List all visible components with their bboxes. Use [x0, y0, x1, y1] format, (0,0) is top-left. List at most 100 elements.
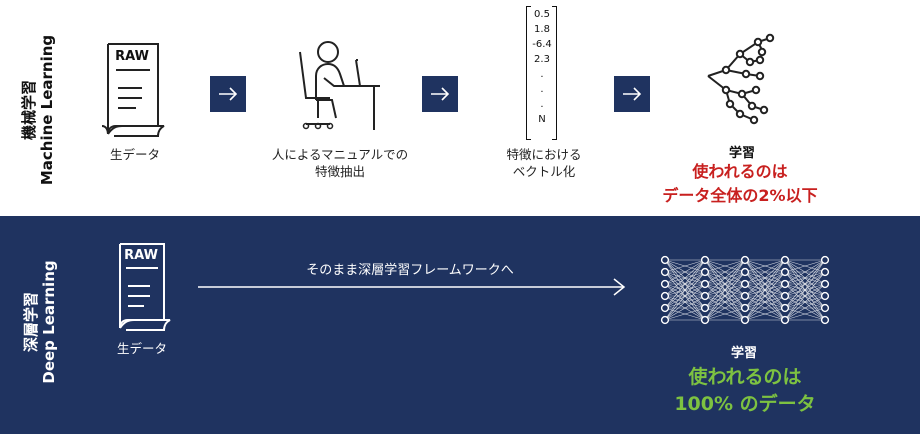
network-node [660, 315, 670, 325]
ml-learn-label: 学習 [728, 146, 755, 161]
network-edge [664, 259, 706, 309]
arrow-right-icon [219, 87, 238, 101]
network-edge [784, 259, 826, 309]
network-node [740, 279, 750, 289]
ml-step3-caption: 特徴における ベクトル化 [484, 146, 604, 180]
network-edge [784, 259, 826, 273]
network-edge [784, 307, 826, 321]
network-edge [704, 283, 746, 321]
vector-value: 1.8 [534, 24, 550, 35]
vector-value: . [540, 99, 544, 110]
vector-value: -6.4 [532, 39, 552, 50]
vector-value: . [540, 84, 544, 95]
network-node [700, 267, 710, 277]
network-node [660, 255, 670, 265]
decision-tree-icon [707, 33, 775, 125]
network-node [780, 279, 790, 289]
ml-step2-caption-line1: 人によるマニュアルでの [271, 147, 409, 162]
network-edge [784, 259, 826, 321]
network-node [740, 315, 750, 325]
dl-step1-caption: 生データ [116, 341, 167, 356]
person-at-desk-icon [299, 41, 380, 130]
network-edge [664, 283, 706, 321]
vector-value: N [538, 114, 546, 125]
ml-highlight-line1: 使われるのは [692, 162, 788, 181]
network-edge [704, 259, 746, 273]
network-edge [744, 259, 786, 285]
network-node [700, 291, 710, 301]
arrow-right-icon [623, 87, 642, 101]
network-node [700, 279, 710, 289]
network-node [820, 255, 830, 265]
raw-document-icon [101, 43, 165, 137]
arrow-right-box-3 [614, 76, 650, 112]
dl-highlight: 使われるのは 100% のデータ [640, 364, 850, 418]
ml-step1-caption: 生データ [109, 147, 160, 162]
arrow-right-box-1 [210, 76, 246, 112]
network-edge [744, 271, 786, 321]
network-node [740, 267, 750, 277]
raw-label: RAW [124, 248, 158, 263]
ml-step2-caption: 人によるマニュアルでの 特徴抽出 [258, 146, 422, 180]
network-edge [784, 259, 826, 297]
network-edge [744, 259, 786, 321]
vector-value: 2.3 [534, 54, 550, 65]
ml-step3-caption-line2: ベクトル化 [512, 164, 576, 179]
network-edge [664, 295, 706, 321]
network-node [700, 303, 710, 313]
network-edge [704, 307, 746, 321]
dl-label-en: Deep Learning [40, 260, 58, 384]
network-edge [704, 259, 746, 321]
network-edge [664, 259, 706, 297]
network-node [660, 267, 670, 277]
ml-highlight: 使われるのは データ全体の2%以下 [630, 160, 850, 208]
network-edge [664, 259, 706, 321]
network-edge [704, 295, 746, 321]
network-edge [704, 259, 746, 309]
network-node [780, 291, 790, 301]
network-node [820, 315, 830, 325]
ml-label-jp: 機械学習 [20, 80, 38, 141]
network-edge [784, 283, 826, 321]
network-node [780, 315, 790, 325]
ml-step2-caption-line2: 特徴抽出 [314, 164, 365, 179]
network-edge [744, 295, 786, 321]
network-edge [744, 259, 786, 297]
network-node [740, 303, 750, 313]
dl-highlight-line1: 使われるのは [688, 366, 802, 388]
network-edge [664, 271, 706, 321]
neural-network-icon [660, 255, 830, 325]
network-edge [704, 259, 746, 285]
ml-step3-caption-line1: 特徴における [506, 147, 582, 162]
network-node [820, 291, 830, 301]
network-node [780, 303, 790, 313]
network-edge [664, 307, 706, 321]
network-node [780, 267, 790, 277]
network-edge [744, 307, 786, 321]
vector-value: 0.5 [534, 9, 550, 20]
network-edge [784, 295, 826, 321]
network-node [740, 255, 750, 265]
machine-learning-vertical-label: 機械学習 Machine Learning [20, 20, 56, 200]
network-node [660, 291, 670, 301]
network-node [700, 255, 710, 265]
ml-label-en: Machine Learning [38, 34, 56, 186]
network-edge [704, 259, 746, 297]
vector-value: . [540, 69, 544, 80]
network-edge [744, 283, 786, 321]
network-node [660, 303, 670, 313]
long-arrow-right-icon [198, 278, 626, 296]
feature-vector: 0.5 1.8 -6.4 2.3 . . . N [524, 7, 560, 127]
network-node [740, 291, 750, 301]
vector-left-bracket [526, 6, 531, 140]
network-edge [664, 259, 706, 285]
network-node [820, 279, 830, 289]
network-edge [704, 271, 746, 321]
network-edge [744, 259, 786, 273]
deep-learning-vertical-label: 深層学習 Deep Learning [22, 252, 58, 392]
network-node [820, 303, 830, 313]
raw-document-icon [119, 243, 171, 331]
raw-label: RAW [115, 49, 149, 64]
ml-highlight-line2: データ全体の2%以下 [662, 186, 818, 205]
network-edge [784, 259, 826, 285]
